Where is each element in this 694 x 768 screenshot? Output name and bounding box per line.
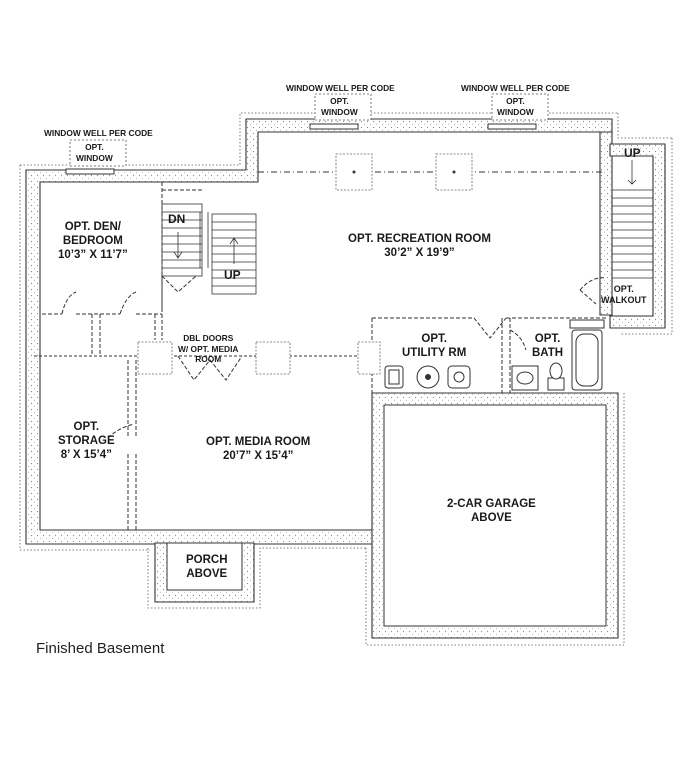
- garage-name-line2: ABOVE: [470, 512, 512, 525]
- den-label: OPT. DEN/ BEDROOM 10’3” X 11’7”: [58, 220, 128, 262]
- porch-name-line1: PORCH: [186, 554, 228, 566]
- bath-name-line1: OPT.: [534, 333, 561, 345]
- den-size: 10’3” X 11’7”: [58, 249, 128, 262]
- media-size: 20’7” X 15’4”: [223, 450, 294, 463]
- garage-name-line1: 2-CAR GARAGE: [447, 498, 536, 510]
- stair-dn-label: DN: [168, 212, 186, 226]
- opt-window-line1: OPT.: [506, 96, 525, 106]
- dbl-doors-line1: DBL DOORS: [183, 333, 234, 343]
- partitions: [34, 171, 607, 530]
- stairs-right: [612, 160, 653, 279]
- utility-name-line2: UTILITY RM: [402, 347, 467, 360]
- storage-name-line2: STORAGE: [58, 435, 115, 448]
- media-name: OPT. MEDIA ROOM: [206, 436, 311, 448]
- storage-name: OPT.: [73, 421, 100, 433]
- opt-window-label-mid: OPT. WINDOW: [321, 96, 358, 117]
- windows: [65, 123, 537, 175]
- garage-label: 2-CAR GARAGE ABOVE: [447, 497, 536, 525]
- recreation-name: OPT. RECREATION ROOM: [348, 233, 491, 245]
- window-well-label-left: WINDOW WELL PER CODE: [44, 128, 153, 138]
- window-well-label-mid: WINDOW WELL PER CODE: [286, 83, 395, 93]
- dotted-outline: [19, 112, 673, 646]
- bath-label: OPT. BATH: [532, 332, 563, 360]
- media-label: OPT. MEDIA ROOM 20’7” X 15’4”: [206, 435, 310, 463]
- fixture-dots: [352, 170, 456, 174]
- bath-fixtures: [511, 319, 605, 391]
- porch-name-line2: ABOVE: [186, 568, 228, 581]
- walkout-line1: OPT.: [613, 284, 634, 294]
- stair-up-right-label: UP: [624, 146, 641, 160]
- opt-window-line1: OPT.: [85, 142, 104, 152]
- dbl-doors-label: DBL DOORS W/ OPT. MEDIA ROOM: [178, 333, 238, 365]
- plan-title: Finished Basement: [36, 640, 165, 657]
- stairs-left: [161, 203, 257, 295]
- opt-window-line1: OPT.: [330, 96, 349, 106]
- walkout-label: OPT. WALKOUT: [601, 284, 647, 307]
- window-well-label-right: WINDOW WELL PER CODE: [461, 83, 570, 93]
- opt-window-line2: WINDOW: [76, 152, 113, 163]
- utility-equipment: [384, 365, 471, 389]
- recreation-size: 30’2” X 19’9”: [384, 247, 455, 260]
- storage-size: 8’ X 15’4”: [60, 449, 112, 462]
- stair-up-label: UP: [224, 268, 241, 282]
- den-name-line1: OPT. DEN/: [64, 221, 121, 233]
- window-wells: [69, 93, 549, 167]
- den-name-line2: BEDROOM: [62, 235, 123, 248]
- room-voids: [166, 404, 607, 627]
- recreation-label: OPT. RECREATION ROOM 30’2” X 19’9”: [348, 232, 491, 260]
- opt-window-line2: WINDOW: [497, 106, 534, 117]
- opt-window-label-right: OPT. WINDOW: [497, 96, 534, 117]
- walkout-line2: WALKOUT: [601, 295, 647, 306]
- dbl-doors-line2: W/ OPT. MEDIA: [178, 343, 239, 354]
- dbl-doors-line3: ROOM: [195, 354, 222, 364]
- storage-label: OPT. STORAGE 8’ X 15’4”: [58, 420, 115, 462]
- ceiling-fixtures: [137, 153, 473, 375]
- opt-window-label-left: OPT. WINDOW: [76, 142, 113, 163]
- opt-window-line2: WINDOW: [321, 106, 358, 117]
- utility-name-line1: OPT.: [421, 333, 447, 345]
- porch-label: PORCH ABOVE: [186, 553, 228, 581]
- utility-label: OPT. UTILITY RM: [402, 332, 466, 360]
- bath-name-line2: BATH: [532, 347, 564, 360]
